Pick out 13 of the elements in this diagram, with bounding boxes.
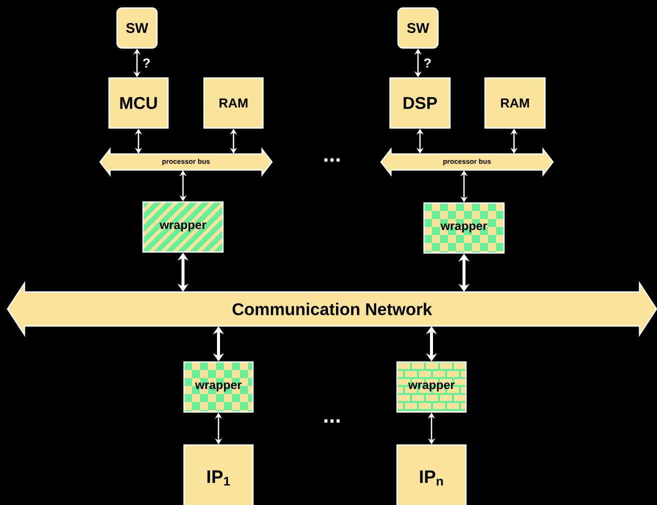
ellipsis: ...	[324, 158, 340, 162]
edge-label: ?	[143, 58, 150, 68]
block-box: RAM	[484, 77, 546, 129]
software-box: SW	[116, 7, 158, 49]
block-box: RAM	[203, 77, 264, 129]
ellipsis: ...	[324, 419, 340, 423]
edge-label: ?	[424, 58, 431, 68]
block-box: IP$_{n}$	[396, 444, 467, 505]
block-box: IP$_{1}$	[183, 444, 254, 505]
block-box: MCU	[108, 77, 169, 129]
software-box: SW	[397, 7, 439, 49]
wrapper-box: wrapper	[423, 202, 505, 254]
block-box: DSP	[389, 77, 451, 129]
